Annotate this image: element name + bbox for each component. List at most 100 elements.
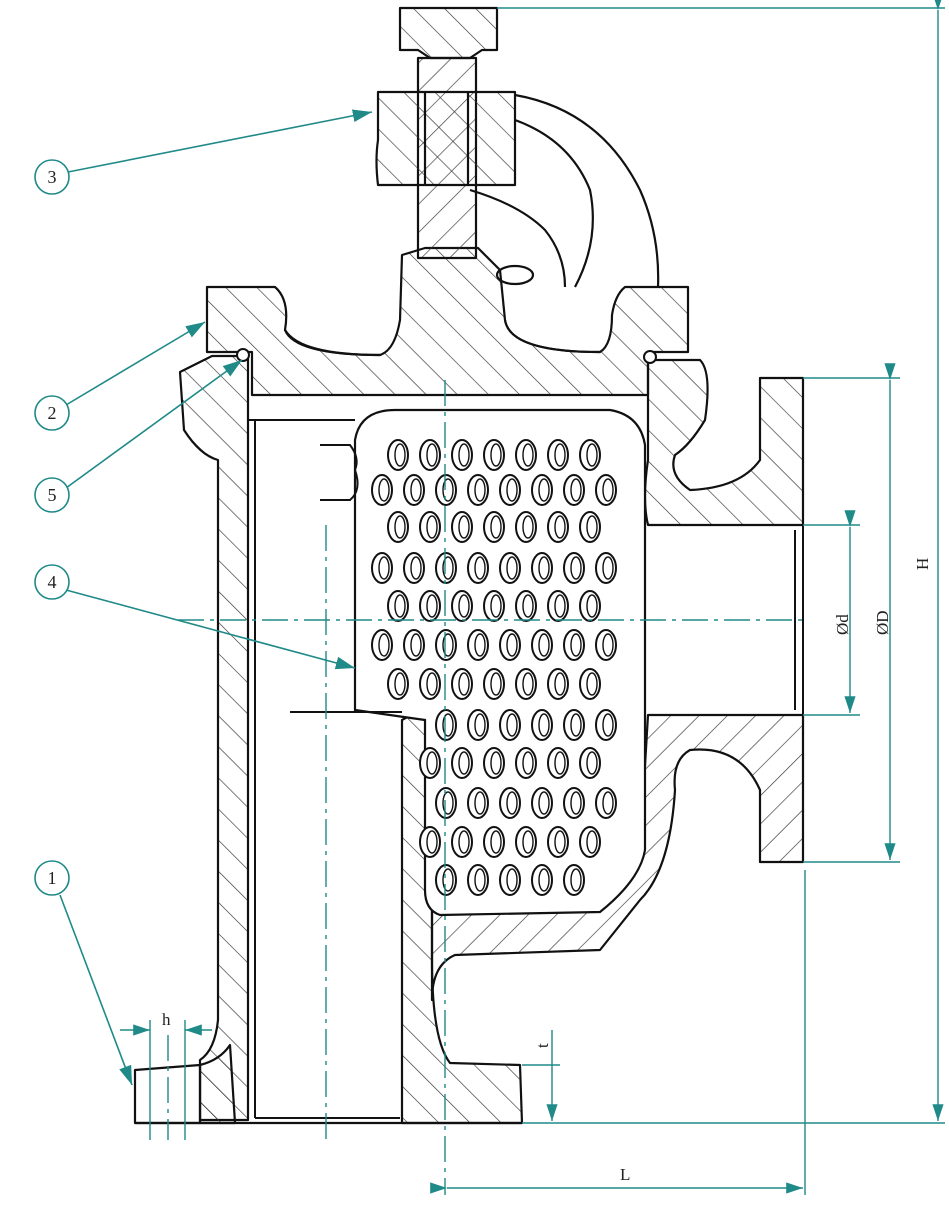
perforation-hole-inner bbox=[570, 791, 582, 815]
perforation-hole-inner bbox=[426, 751, 438, 775]
perforation-hole-inner bbox=[570, 633, 582, 657]
perforation-hole-inner bbox=[538, 633, 550, 657]
body-right-wall bbox=[643, 358, 805, 527]
perforation-hole-inner bbox=[554, 594, 566, 618]
perforation-hole-inner bbox=[394, 594, 406, 618]
perforation-hole-inner bbox=[602, 791, 614, 815]
perforation-hole-inner bbox=[586, 672, 598, 696]
hex-nut bbox=[375, 90, 517, 187]
centerlines bbox=[167, 380, 805, 1195]
base-plate bbox=[198, 1043, 237, 1125]
perforation-hole-inner bbox=[506, 791, 518, 815]
perforation-hole-inner bbox=[378, 633, 390, 657]
callout-leaders bbox=[59, 109, 373, 1086]
perforation-hole-inner bbox=[426, 515, 438, 539]
perforation-hole-inner bbox=[522, 751, 534, 775]
svg-text:2: 2 bbox=[48, 403, 57, 423]
perforation-hole-inner bbox=[586, 751, 598, 775]
perforation-hole-inner bbox=[458, 515, 470, 539]
perforation-hole-inner bbox=[506, 478, 518, 502]
body-left-wall bbox=[178, 354, 250, 1122]
callout-3: 3 bbox=[34, 159, 70, 195]
cover-assembly bbox=[205, 246, 690, 397]
perforation-hole-inner bbox=[586, 830, 598, 854]
lifting-handle bbox=[469, 93, 660, 288]
perforation-hole-inner bbox=[522, 672, 534, 696]
perforation-hole-inner bbox=[490, 515, 502, 539]
perforation-hole-inner bbox=[602, 478, 614, 502]
perforation-hole-inner bbox=[490, 751, 502, 775]
perforation-hole-inner bbox=[586, 594, 598, 618]
perforation-hole-inner bbox=[586, 515, 598, 539]
perforation-hole-inner bbox=[602, 633, 614, 657]
perforation-hole-inner bbox=[522, 515, 534, 539]
svg-text:3: 3 bbox=[48, 167, 57, 187]
perforation-hole-inner bbox=[538, 556, 550, 580]
perforation-hole-inner bbox=[378, 556, 390, 580]
perforation-hole-inner bbox=[602, 713, 614, 737]
callout-2: 2 bbox=[34, 395, 70, 431]
perforation-hole-inner bbox=[506, 633, 518, 657]
perforation-hole-inner bbox=[442, 713, 454, 737]
seal-rings bbox=[236, 348, 657, 364]
perforation-hole-inner bbox=[458, 672, 470, 696]
dim-L-label: L bbox=[620, 1165, 630, 1184]
perforation-hole-inner bbox=[394, 515, 406, 539]
perforation-hole-inner bbox=[490, 443, 502, 467]
perforation-hole-inner bbox=[474, 713, 486, 737]
dim-D-label: ØD bbox=[873, 610, 892, 635]
perforation-hole-inner bbox=[442, 556, 454, 580]
dim-H-label: H bbox=[913, 558, 932, 570]
screw-and-nut bbox=[375, 6, 517, 260]
perforation-hole-inner bbox=[538, 478, 550, 502]
perforation-hole-inner bbox=[506, 868, 518, 892]
perforated-basket bbox=[353, 408, 647, 917]
perforation-hole-inner bbox=[570, 478, 582, 502]
perforation-hole-inner bbox=[442, 868, 454, 892]
perforation-hole-inner bbox=[442, 478, 454, 502]
perforation-hole-inner bbox=[586, 443, 598, 467]
perforation-hole-inner bbox=[442, 791, 454, 815]
perforation-hole-inner bbox=[554, 751, 566, 775]
perforation-hole-inner bbox=[538, 868, 550, 892]
perforation-hole-inner bbox=[474, 791, 486, 815]
perforation-hole-inner bbox=[426, 594, 438, 618]
perforation-hole-inner bbox=[490, 672, 502, 696]
dimension-lines bbox=[120, 0, 945, 1195]
perforation-hole-inner bbox=[442, 633, 454, 657]
svg-text:1: 1 bbox=[48, 868, 57, 888]
perforation-hole-inner bbox=[490, 830, 502, 854]
perforation-hole-inner bbox=[410, 633, 422, 657]
svg-text:5: 5 bbox=[48, 485, 57, 505]
dim-t-label: t bbox=[533, 1043, 552, 1048]
perforation-hole-inner bbox=[410, 478, 422, 502]
perforation-hole-inner bbox=[426, 830, 438, 854]
perforation-hole-inner bbox=[554, 443, 566, 467]
perforation-hole-inner bbox=[506, 556, 518, 580]
perforation-hole-inner bbox=[474, 633, 486, 657]
perforation-hole-inner bbox=[458, 751, 470, 775]
perforation-hole-inner bbox=[522, 830, 534, 854]
perforation-hole-inner bbox=[570, 556, 582, 580]
svg-text:4: 4 bbox=[48, 572, 57, 592]
dim-d-label: Ød bbox=[833, 614, 852, 635]
perforation-hole-inner bbox=[426, 443, 438, 467]
perforation-hole-inner bbox=[522, 443, 534, 467]
screw-head bbox=[398, 6, 499, 60]
perforation-hole-inner bbox=[458, 443, 470, 467]
perforation-hole-inner bbox=[378, 478, 390, 502]
perforation-hole-inner bbox=[426, 672, 438, 696]
callout-5: 5 bbox=[34, 477, 70, 513]
inner-lines bbox=[248, 419, 804, 1119]
perforation-hole-inner bbox=[570, 713, 582, 737]
cover-flange bbox=[205, 246, 690, 397]
perforation-hole-inner bbox=[554, 515, 566, 539]
dim-h-label: h bbox=[162, 1010, 171, 1029]
perforation-hole-inner bbox=[554, 672, 566, 696]
perforation-hole-inner bbox=[394, 672, 406, 696]
basket-perforations bbox=[371, 439, 617, 896]
perforation-hole-inner bbox=[458, 830, 470, 854]
perforation-hole-inner bbox=[570, 868, 582, 892]
perforation-hole-inner bbox=[474, 868, 486, 892]
